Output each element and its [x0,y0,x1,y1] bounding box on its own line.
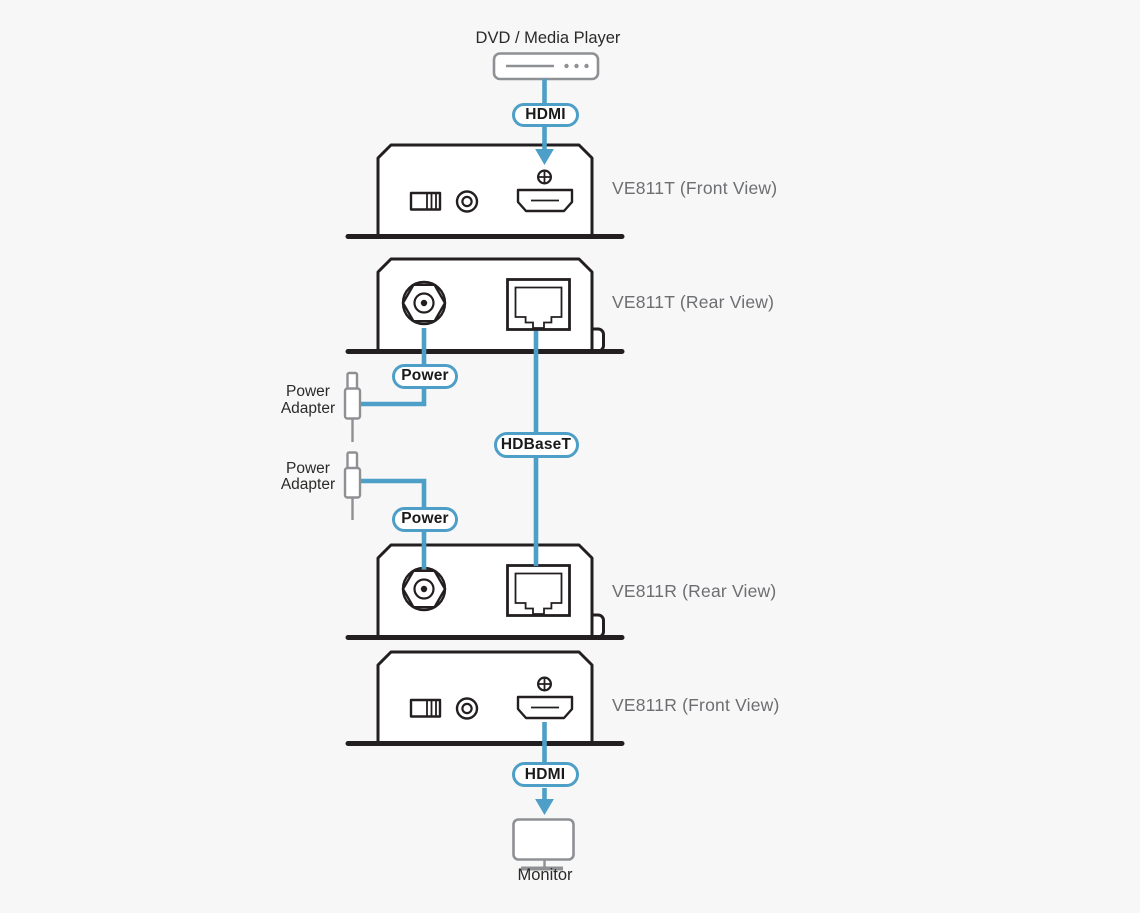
device-label-ve811r-front: VE811R (Front View) [612,695,780,715]
power-cable-transmitter-adapter [361,388,427,407]
power-adapter-label-line2: Adapter [280,399,336,417]
dvd-player-icon [492,52,600,81]
arrow-down-icon [535,126,554,165]
power-adapter-icon [343,451,362,520]
power-adapter-label: Power Adapter [258,459,358,494]
device-label-ve811t-rear: VE811T (Rear View) [612,292,775,312]
ve811t-front-panel [348,145,622,237]
device-label-ve811r-rear: VE811R (Rear View) [612,580,777,601]
power-adapter-label-line1: Power [286,459,330,477]
arrow-down-icon [535,788,554,815]
power-adapter-icon [343,371,362,442]
power-transmitter-badge: Power [392,363,458,389]
power-adapter-label: Power Adapter [258,383,358,417]
power-adapter-label-line1: Power [286,383,330,400]
hdbaset-link-badge: HDBaseT [493,432,579,458]
ve811t-rear-panel [348,259,622,352]
power-adapter-label-line2: Adapter [280,476,336,493]
power-receiver-badge: Power [392,506,458,532]
hdmi-display-badge: HDMI [511,762,579,787]
source-label: DVD / Media Player [475,29,621,47]
ve811r-rear-panel [348,545,622,638]
hdmi-source-badge: HDMI [512,102,579,127]
power-cable-receiver-adapter [361,478,427,508]
ve811r-front-panel [348,652,622,744]
device-label-ve811t-front: VE811T (Front View) [612,178,778,198]
monitor-icon [512,818,575,871]
monitor-label: Monitor [517,866,573,884]
